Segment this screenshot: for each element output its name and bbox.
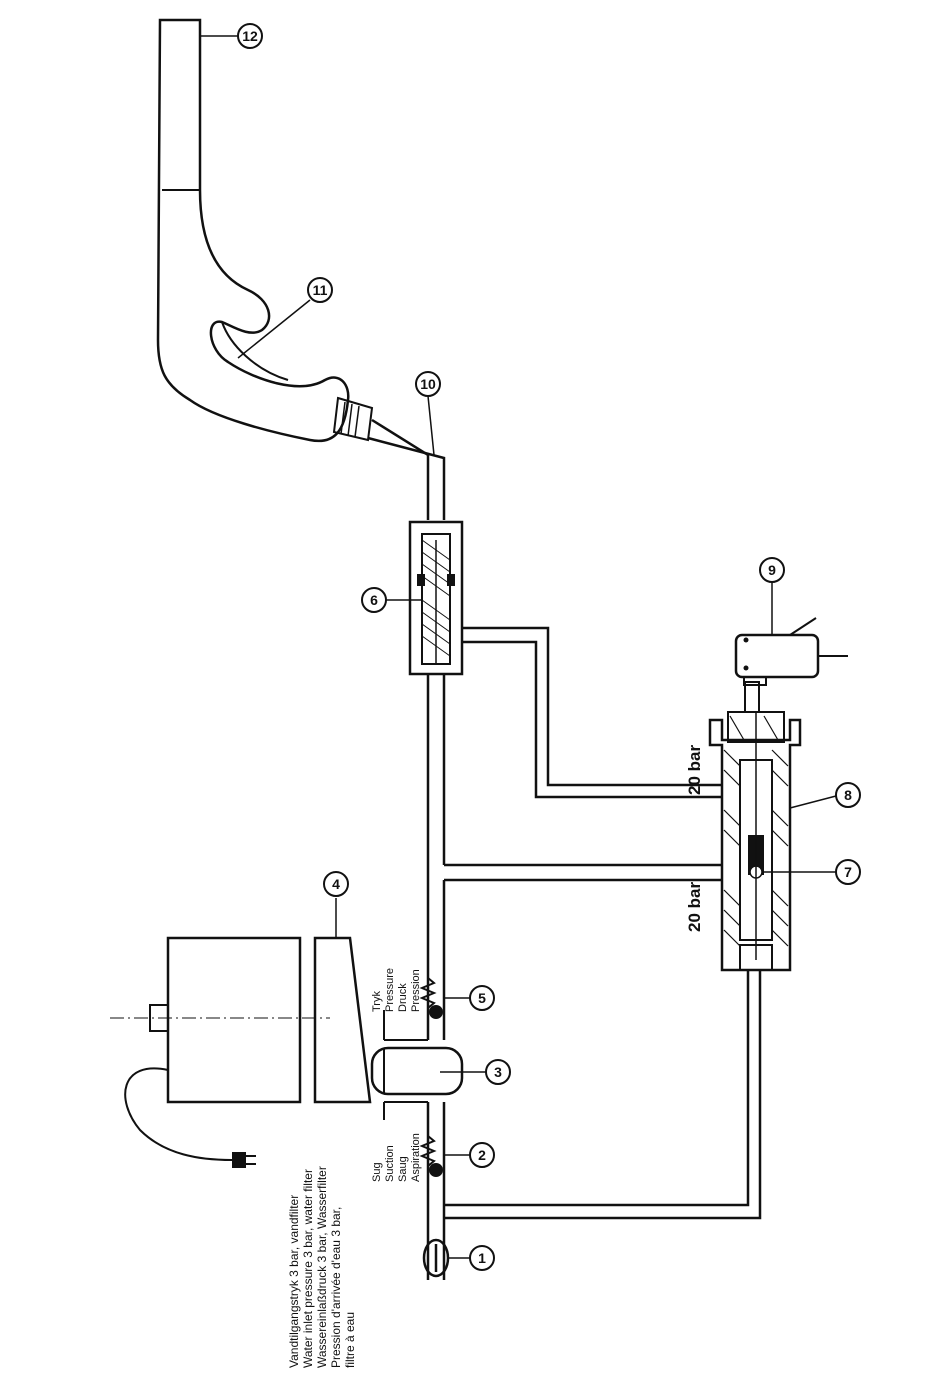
pressure-label-lower: 20 bar: [685, 882, 704, 932]
power-cord: [125, 1068, 256, 1168]
callout-3: 3: [440, 1060, 510, 1084]
callout-label-12: 12: [242, 28, 258, 44]
callout-11: 11: [238, 278, 332, 358]
callout-label-11: 11: [313, 282, 328, 298]
callout-label-7: 7: [844, 864, 852, 880]
inlet-label-da: Sug: [371, 1162, 383, 1182]
check-valve-2: [422, 1136, 443, 1177]
callout-label-9: 9: [768, 562, 776, 578]
outlet-label-en: Pressure: [384, 968, 396, 1012]
callout-label-6: 6: [370, 592, 378, 608]
motor-4: [110, 938, 370, 1102]
bypass-line-lower: [444, 865, 722, 880]
pump-inlet-label: Sug Suction Saug Aspiration: [371, 1133, 422, 1182]
callout-10: 10: [416, 372, 440, 455]
pressure-label-upper: 20 bar: [685, 745, 704, 795]
callout-8: 8: [790, 783, 860, 808]
valve-block-6: [410, 522, 462, 674]
callout-label-4: 4: [332, 876, 340, 892]
callout-label-10: 10: [420, 376, 436, 392]
callout-4: 4: [324, 872, 348, 938]
callout-label-2: 2: [478, 1147, 486, 1163]
callout-label-5: 5: [478, 990, 486, 1006]
water-inlet-line-en: Water inlet pressure 3 bar, water filter: [301, 1169, 315, 1368]
water-inlet-line-fr1: Pression d'arrivée d'eau 3 bar,: [329, 1207, 343, 1368]
inlet-label-de: Saug: [397, 1156, 409, 1182]
return-line: [444, 970, 760, 1218]
callout-9: 9: [760, 558, 784, 635]
callout-label-8: 8: [844, 787, 852, 803]
callout-6: 6: [362, 588, 422, 612]
callout-7: 7: [762, 860, 860, 884]
pump-outlet-label: Tryk Pressure Druck Pression: [371, 968, 422, 1012]
water-inlet-label: Vandtilgangstryk 3 bar, vandfilter Water…: [287, 1166, 357, 1368]
outlet-label-da: Tryk: [371, 991, 383, 1012]
inlet-label-fr: Aspiration: [410, 1133, 422, 1182]
callout-label-3: 3: [494, 1064, 502, 1080]
outlet-label-fr: Pression: [410, 969, 422, 1012]
spray-gun: [158, 20, 372, 441]
pressure-valve-8: [710, 682, 800, 970]
pump-3: [372, 1010, 462, 1120]
callout-label-1: 1: [478, 1250, 486, 1266]
bypass-line-upper: [462, 628, 722, 797]
callout-12: 12: [200, 24, 262, 48]
water-inlet-line-fr2: filtre à eau: [343, 1312, 357, 1368]
micro-switch-9: [736, 618, 848, 685]
callout-5: 5: [443, 986, 494, 1010]
check-valve-5: [422, 978, 443, 1019]
water-inlet-line-de: Wassereinlaßdruck 3 bar, Wasserfilter: [315, 1166, 329, 1368]
outlet-label-de: Druck: [397, 983, 409, 1012]
water-inlet-line-da: Vandtilgangstryk 3 bar, vandfilter: [287, 1195, 301, 1368]
callout-1: 1: [448, 1246, 494, 1270]
gun-nozzle: [334, 398, 372, 440]
inlet-label-en: Suction: [384, 1145, 396, 1182]
callout-2: 2: [443, 1143, 494, 1167]
